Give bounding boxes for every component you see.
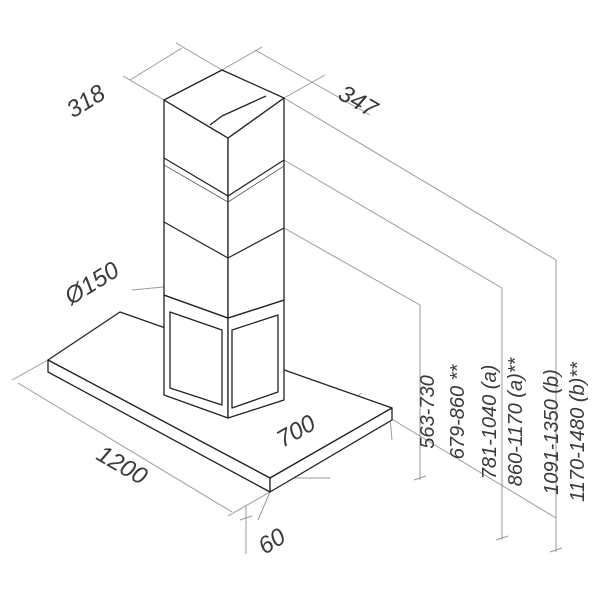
height-1-label: 563-730 bbox=[417, 375, 439, 448]
height-3-label: 781-1040 (a) bbox=[479, 365, 501, 480]
height-4-label: 860-1170 (a)** bbox=[505, 356, 527, 486]
height-2-label: 679-860 ** bbox=[447, 364, 469, 460]
duct-diameter-label: Ø150 bbox=[59, 256, 124, 311]
chimney-seams bbox=[163, 157, 285, 259]
height-5-label: 1091-1350 (b) bbox=[541, 369, 563, 495]
chimney-depth-label: 318 bbox=[62, 79, 111, 123]
canopy-width-label: 1200 bbox=[92, 440, 152, 490]
canopy-thickness-label: 60 bbox=[254, 523, 291, 560]
chimney bbox=[163, 69, 285, 319]
height-6-label: 1170-1480 (b)** bbox=[567, 361, 589, 502]
chimney-width-label: 347 bbox=[334, 80, 384, 124]
